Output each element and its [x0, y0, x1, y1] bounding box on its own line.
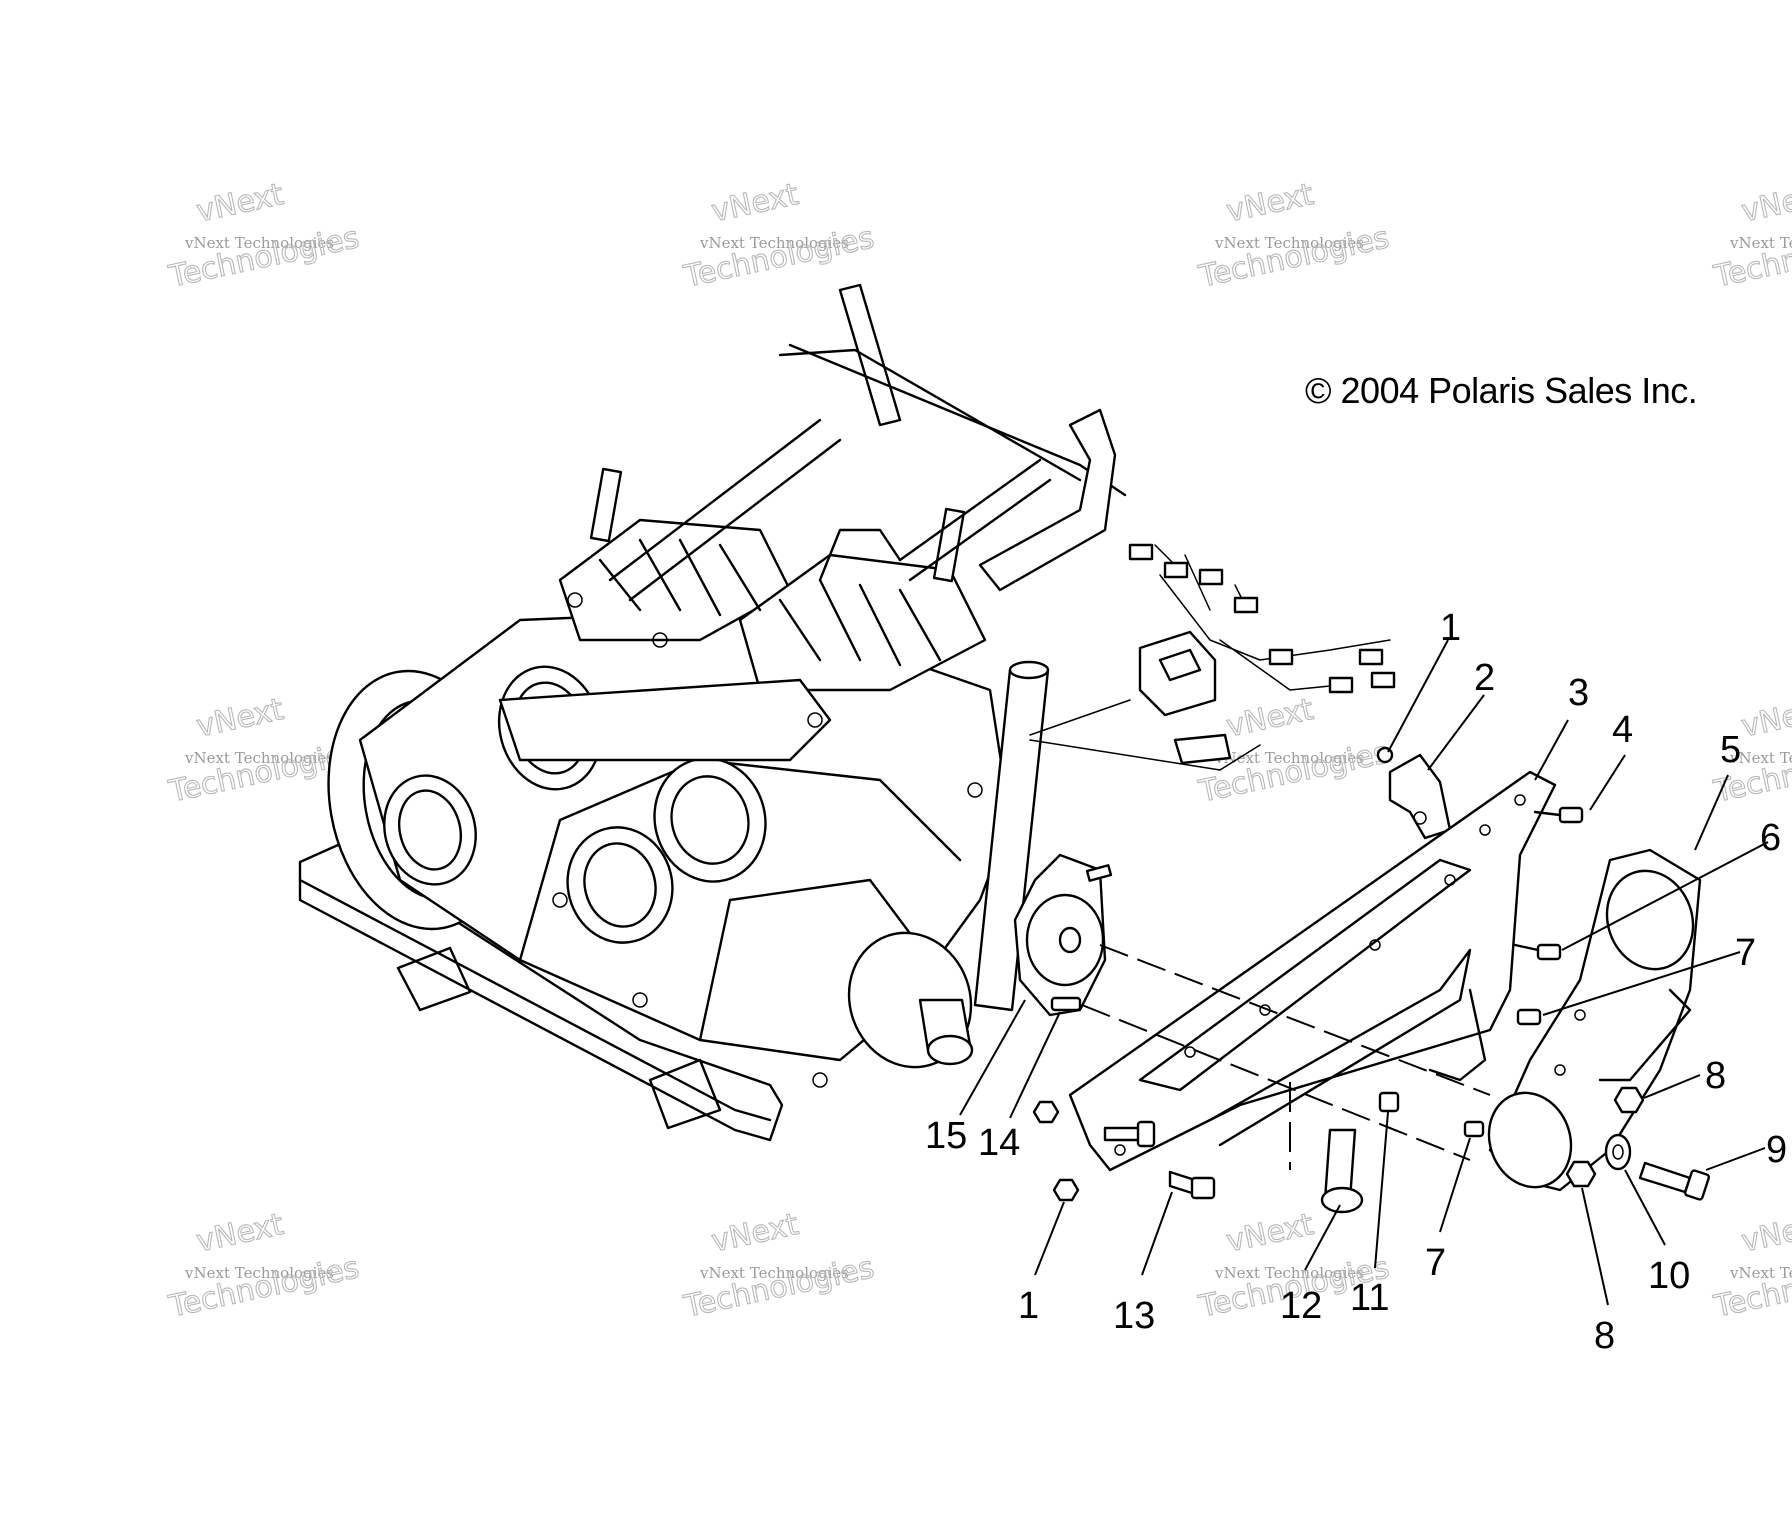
callout-14: 14	[978, 1122, 1020, 1164]
part-1-nut-bottom	[1052, 1178, 1080, 1202]
watermark-line1: vNext	[1739, 692, 1792, 745]
part-11-spacer	[1378, 1091, 1400, 1113]
part-7-bolt-right	[1516, 1008, 1542, 1026]
watermark-line2: Technologies	[1710, 1250, 1792, 1325]
part-2-bracket	[1388, 753, 1452, 840]
watermark-line1: vNext	[194, 1207, 287, 1260]
watermark-line1: vNext	[709, 1207, 802, 1260]
watermark-small: vNext Technologies	[699, 1264, 849, 1282]
watermark-small: vNext Technologies	[1729, 749, 1792, 767]
callout-13: 13	[1113, 1295, 1155, 1337]
watermark-line2: Technologies	[165, 1250, 362, 1325]
watermark-small: vNext Technologies	[1214, 1264, 1364, 1282]
callout-11: 11	[1350, 1277, 1389, 1319]
watermark-small: vNext Technologies	[699, 234, 849, 252]
part-6-bolt	[1513, 943, 1562, 961]
callout-1-bottom: 1	[1018, 1285, 1039, 1327]
watermark-line1: vNext	[1739, 177, 1792, 230]
watermark-small: vNext Technologies	[1729, 234, 1792, 252]
watermark-line1: vNext	[709, 177, 802, 230]
callout-8-bottom: 8	[1594, 1315, 1615, 1357]
watermark-line1: vNext	[1224, 692, 1317, 745]
part-8-nut-right	[1613, 1086, 1645, 1114]
plate-bolt	[1103, 1120, 1156, 1148]
watermark-small: vNext Technologies	[1729, 1264, 1792, 1282]
part-12-sleeve	[1320, 1128, 1364, 1214]
callout-2: 2	[1474, 657, 1495, 699]
watermark-line1: vNext	[1224, 177, 1317, 230]
leader-lines	[959, 639, 1769, 1306]
part-14-stud	[1050, 996, 1082, 1012]
callout-15: 15	[925, 1115, 967, 1157]
watermark-line2: Technologies	[680, 1250, 877, 1325]
callout-7-right: 7	[1735, 932, 1756, 974]
part-15-engine-mount	[1013, 853, 1113, 1017]
callout-1-top: 1	[1440, 607, 1461, 649]
nut-extra	[1032, 1100, 1060, 1124]
watermark-line2: Technologies	[1195, 220, 1392, 295]
watermark-line2: Technologies	[680, 220, 877, 295]
watermark-line1: vNext	[1224, 1207, 1317, 1260]
hardware	[1032, 806, 1710, 1214]
watermark-small: vNext Technologies	[1214, 234, 1364, 252]
part-13-bolt	[1168, 1170, 1216, 1200]
callout-10: 10	[1648, 1255, 1690, 1297]
watermark-line1: vNext	[194, 692, 287, 745]
part-9-bolt	[1638, 1161, 1710, 1201]
callout-9: 9	[1766, 1129, 1787, 1171]
wire-harness	[1029, 543, 1396, 771]
part-3-mount-plate	[1068, 770, 1557, 1172]
callout-12: 12	[1280, 1285, 1322, 1327]
engine-assembly	[298, 283, 1127, 1142]
watermark-small: vNext Technologies	[184, 749, 334, 767]
watermark-small: vNext Technologies	[184, 234, 334, 252]
watermark-line1: vNext	[194, 177, 287, 230]
part-10-washer	[1604, 1133, 1632, 1171]
callout-6: 6	[1760, 817, 1781, 859]
callout-5: 5	[1720, 729, 1741, 771]
watermark-line2: Technologies	[165, 220, 362, 295]
alignment-lines	[1081, 944, 1491, 1170]
part-4-bolt	[1533, 806, 1584, 824]
callout-3: 3	[1568, 672, 1589, 714]
callout-4: 4	[1612, 709, 1633, 751]
part-7-bolt-bottom	[1463, 1120, 1485, 1138]
callout-8-right: 8	[1705, 1055, 1726, 1097]
callout-labels: 1 2 3 4 5 6 7 8 9 10 8 7 11 12 13 1 14 1…	[925, 607, 1787, 1357]
watermark-small: vNext Technologies	[1214, 749, 1364, 767]
copyright-notice: © 2004 Polaris Sales Inc.	[1305, 370, 1698, 411]
watermark-line2: Technologies	[1710, 220, 1792, 295]
watermark-line1: vNext	[1739, 1207, 1792, 1260]
watermark-small: vNext Technologies	[184, 1264, 334, 1282]
part-5-rear-plate	[1487, 848, 1702, 1192]
callout-7-bottom: 7	[1425, 1242, 1446, 1284]
part-8-nut-bottom	[1565, 1160, 1597, 1188]
